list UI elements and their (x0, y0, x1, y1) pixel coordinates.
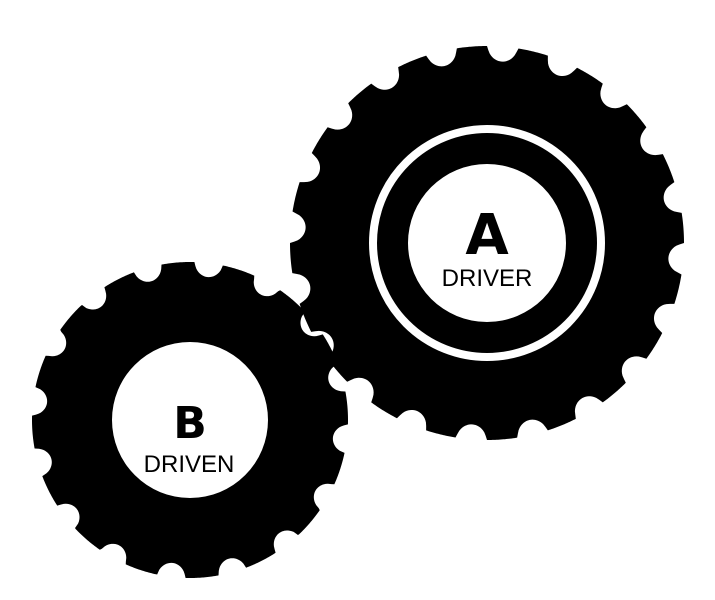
gear-a-role-label: DRIVER (442, 265, 533, 292)
gear-a-ring (369, 125, 605, 361)
gear-a: A DRIVER (290, 46, 684, 440)
gear-a-body (290, 46, 684, 440)
gear-b-body (32, 262, 348, 578)
gear-b: B DRIVEN (32, 262, 348, 578)
gear-a-letter: A (465, 203, 509, 268)
gear-b-letter: B (173, 398, 207, 449)
gear-b-role-label: DRIVEN (144, 451, 235, 478)
